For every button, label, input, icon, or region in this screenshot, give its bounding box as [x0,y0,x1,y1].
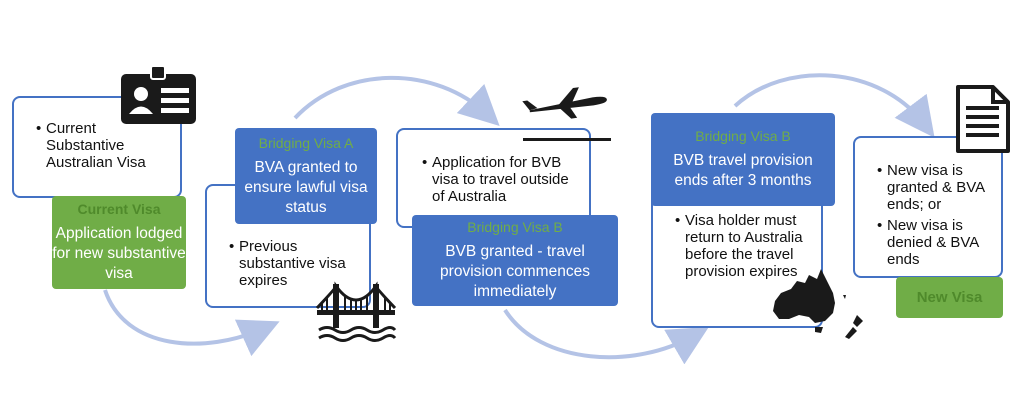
document-icon [956,85,1010,153]
arrow-2-3 [293,75,500,126]
step5-note: New visa is granted & BVA ends; or New v… [853,136,1003,278]
step2-card: Bridging Visa A BVA granted to ensure la… [235,128,377,224]
step3-body: BVB granted - travel provision commences… [440,243,590,300]
step3-note-item: Application for BVB visa to travel outsi… [422,154,583,205]
step2-note-item: Previous substantive visa expires [229,238,363,289]
step4-note-item: Visa holder must return to Australia bef… [675,212,815,280]
airplane-takeoff-icon [522,87,611,141]
step3-card: Bridging Visa B BVB granted - travel pro… [412,215,618,306]
arrow-1-2 [103,289,280,357]
step3-note: Application for BVB visa to travel outsi… [396,128,591,228]
bridge-icon [315,281,397,342]
step4-body: BVB travel provision ends after 3 months [673,152,813,189]
step1-note-item: Current Substantive Australian Visa [36,120,172,171]
arrow-4-5 [733,73,935,138]
step5-note-item: New visa is denied & BVA ends [877,217,995,268]
australia-map-icon [773,269,863,339]
id-card-icon [121,65,196,124]
step4-title: Bridging Visa B [695,128,791,144]
step1-title: Current Visa [77,201,161,217]
step2-body: BVA granted to ensure lawful visa status [244,158,368,216]
step5-note-item: New visa is granted & BVA ends; or [877,162,995,213]
arrow-3-4 [503,308,709,365]
step1-card: Current Visa Application lodged for new … [52,196,186,289]
step2-title: Bridging Visa A [258,134,354,151]
step5-card: New Visa [896,277,1003,318]
step1-body: Application lodged for new substantive v… [52,225,186,282]
step5-title: New Visa [916,289,983,306]
step4-card: Bridging Visa B BVB travel provision end… [651,113,835,206]
step3-title: Bridging Visa B [467,219,563,235]
